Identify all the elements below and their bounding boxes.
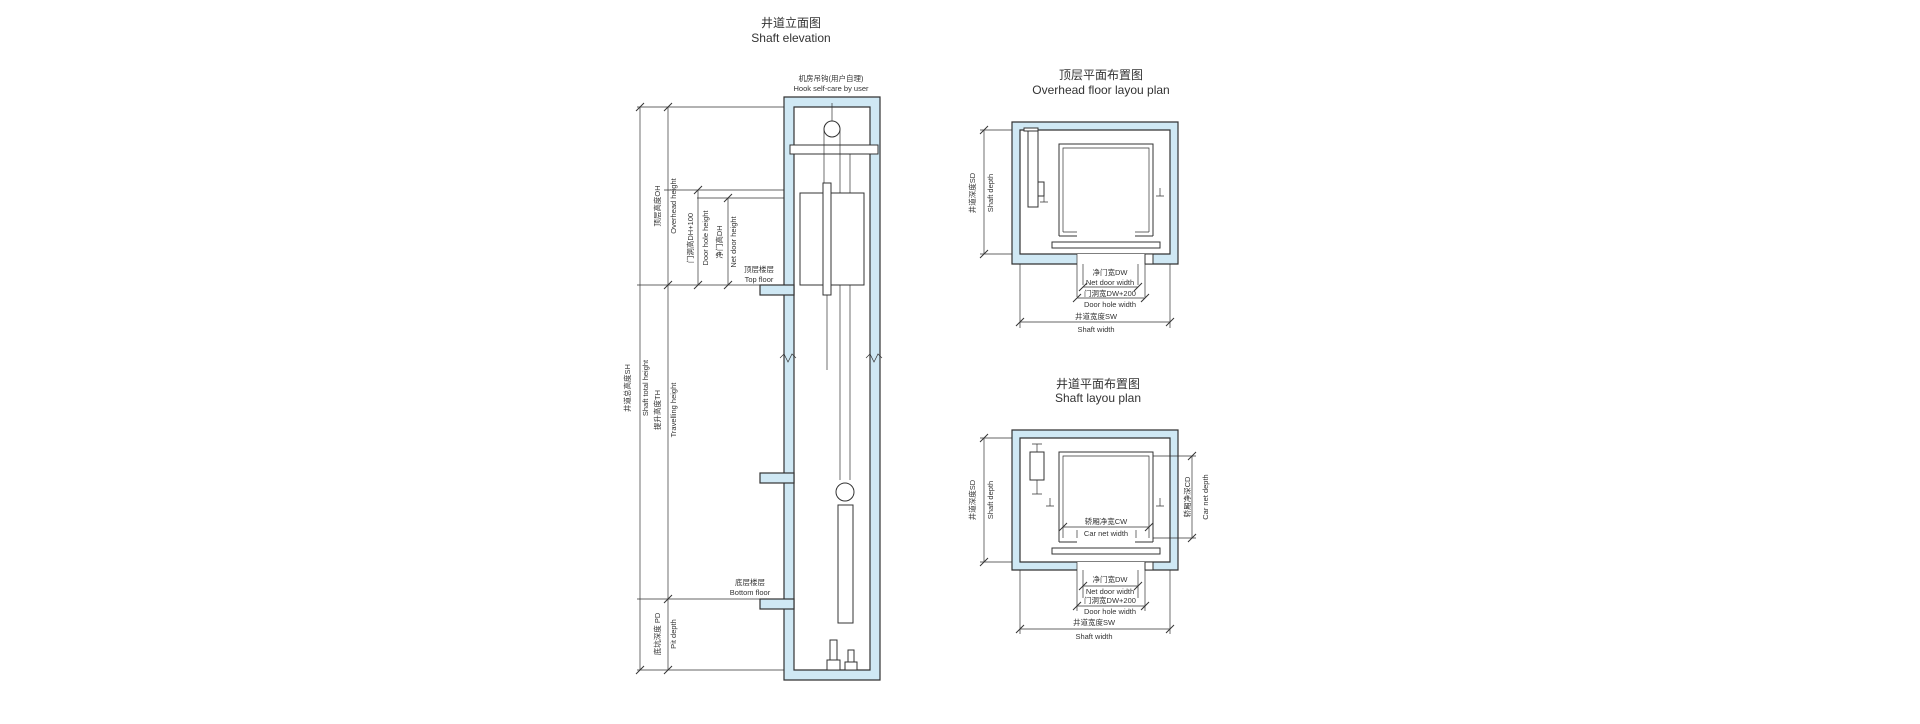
overhead-counterweight [1027,130,1039,208]
buffer-left [829,639,838,661]
counterweight [837,504,854,624]
top-floor-label-cn: 顶层楼层 [744,264,774,274]
shaft-plan-wall [1011,429,1179,571]
traction-sheave [823,120,841,138]
break-mark-right [865,353,883,363]
elevation-title-en: Shaft elevation [751,31,830,45]
shaft-plan-car [1058,451,1154,543]
shaft-plan-door-hole-width-cn: 门洞宽DW+200 [1084,595,1136,605]
car-net-depth-cn: 轿厢净深CD [1182,476,1192,517]
net-door-height-en: Net door height [729,215,738,267]
overhead-shaft-depth-en: Shaft depth [986,174,995,212]
shaft-plan-car-sill [1051,547,1161,555]
shaft-plan-net-door-width-cn: 净门宽DW [1093,574,1129,584]
door-hole-height-en: Door hole height [701,210,710,266]
overhead-guide-right [1156,188,1164,197]
shaft-plan-cwt-rail-bottom [1032,480,1042,495]
shaft-plan-guide-left [1046,498,1054,507]
overhead-door-hole-width-en: Door hole width [1084,300,1136,309]
car-net-depth-en: Car net depth [1201,474,1210,519]
machine-beam [789,144,879,155]
shaft-total-height-en: Shaft total height [641,359,650,416]
elevation-dimension-lines [639,107,729,670]
car-guide-rail [822,182,832,296]
pit-depth-en: Pit depth [669,619,678,649]
hook-label-cn: 机房吊钩(用户自理) [799,73,864,83]
overhead-net-door-width-en: Net door width [1086,278,1134,287]
shaft-plan-width-cn: 井道宽度SW [1073,617,1116,627]
overhead-shaft-width-en: Shaft width [1077,325,1114,334]
overhead-shaft-depth-cn: 井道深度SD [967,172,977,213]
overhead-car-sill [1051,241,1161,249]
overhead-cwt-bracket [1037,181,1045,197]
overhead-net-door-width-cn: 净门宽DW [1093,267,1129,277]
break-mark-left [779,353,797,363]
travelling-height-en: Travelling height [669,382,678,438]
elevator-car [799,192,865,286]
bottom-floor-label-cn: 底层楼层 [735,577,765,587]
overhead-plan-title-cn: 顶层平面布置图 [1059,68,1143,82]
floor-slab-middle [759,472,795,484]
shaft-plan-depth-cn: 井道深度SD [967,479,977,520]
shaft-plan-title-cn: 井道平面布置图 [1056,377,1140,391]
shaft-elevation: 井道立面图 Shaft elevation 机房吊钩(用户自理) Hook se… [622,15,883,681]
overhead-car [1058,143,1154,237]
car-net-width-cn: 轿厢净宽CW [1085,516,1128,526]
shaft-plan-guide-right [1156,498,1164,507]
top-floor-label-en: Top floor [745,275,774,284]
overhead-guide-left [1040,196,1048,203]
shaft-layout-plan: 井道平面布置图 Shaft layou plan 轿厢净宽CW Car net … [967,377,1210,641]
shaft-plan-door-hole-width-en: Door hole width [1084,607,1136,616]
overhead-door-hole-width-cn: 门洞宽DW+200 [1084,288,1136,298]
car-net-width-en: Car net width [1084,529,1128,538]
overhead-height-cn: 顶层高度OH [652,185,662,226]
bottom-floor-label-en: Bottom floor [730,588,771,597]
shaft-plan-door-jamb [1144,561,1154,571]
buffer-base-right [844,661,858,671]
overhead-floor-plan: 顶层平面布置图 Overhead floor layou plan 井道深度SD… [967,68,1179,334]
shaft-plan-door-opening [1077,562,1145,571]
buffer-right [847,649,855,663]
elevation-dimension-ticks [635,102,733,675]
floor-slab-top [759,284,795,296]
overhead-door-jamb [1144,253,1154,265]
shaft-total-height-cn: 井道总高度SH [622,364,632,412]
shaft-plan-title-en: Shaft layou plan [1055,391,1141,405]
door-hole-height-cn: 门洞高DH+100 [685,213,695,263]
overhead-door-opening [1077,254,1145,265]
net-door-height-cn: 净门高DH [714,225,724,258]
shaft-plan-counterweight [1029,451,1045,481]
pit-depth-cn: 底坑深度 PD [652,612,662,655]
buffer-base-left [826,659,841,671]
shaft-plan-net-door-width-en: Net door width [1086,587,1134,596]
floor-slab-bottom [759,598,795,610]
shaft-plan-width-en: Shaft width [1075,632,1112,641]
counterweight-pulley [835,482,855,502]
travelling-height-cn: 提升高度TH [652,390,662,430]
shaft-wall [783,96,881,681]
shaft-plan-depth-en: Shaft depth [986,481,995,519]
overhead-shaft-wall [1011,121,1179,265]
overhead-height-en: Overhead height [669,177,678,233]
elevation-title-cn: 井道立面图 [761,15,821,30]
overhead-shaft-width-cn: 井道宽度SW [1075,311,1118,321]
shaft-plan-cwt-rail-top [1032,443,1042,452]
hook-label-en: Hook self-care by user [793,84,869,93]
overhead-plan-title-en: Overhead floor layou plan [1032,83,1169,97]
